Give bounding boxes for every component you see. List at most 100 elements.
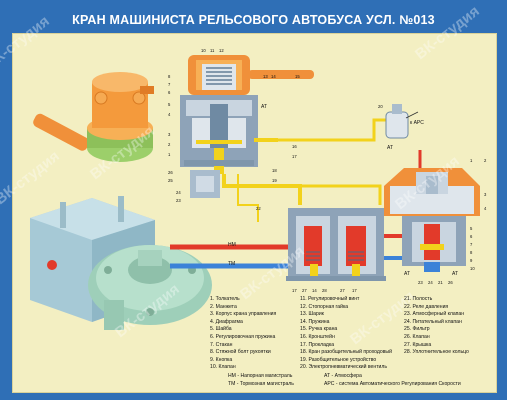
callout-number: 13 bbox=[263, 74, 268, 79]
legend-item: 1. Толкатель bbox=[210, 296, 240, 302]
callout-number: 26 bbox=[168, 170, 173, 175]
callout-number: 12 bbox=[219, 48, 224, 53]
callouts-bottom: 17 27 14 28 27 17 23 24 21 26 bbox=[292, 280, 453, 293]
abbreviation-item: ТМ - Тормозная магистраль bbox=[228, 380, 294, 387]
callout-number: 7 bbox=[168, 82, 171, 87]
crane-handle-illustration bbox=[33, 72, 154, 162]
callout-number: 2 bbox=[484, 158, 487, 163]
callouts-relay: 1 2 3 4 5 6 7 8 9 10 bbox=[470, 158, 487, 271]
callout-number: 21 bbox=[438, 280, 443, 285]
callout-number: 17 bbox=[352, 288, 357, 293]
legend-item: 13. Шарик bbox=[300, 311, 324, 318]
callout-number: 14 bbox=[312, 288, 317, 293]
callout-number: 23 bbox=[176, 198, 181, 203]
atmosphere-label-bottom-right: АТ bbox=[452, 271, 458, 277]
electropneumatic-valve bbox=[385, 104, 419, 139]
callouts-top: 10 11 12 13 14 15 bbox=[201, 48, 300, 79]
legend-item: 18. Кран разобщительный проходовый bbox=[300, 349, 392, 356]
abbreviations-right: АТ - Атмосфера АРС - система Автоматичес… bbox=[324, 373, 461, 388]
abbreviations-left: НМ - Напорная магистраль ТМ - Тормозная … bbox=[228, 373, 294, 388]
callout-number: 15 bbox=[295, 74, 300, 79]
atmosphere-label-right: АТ bbox=[387, 145, 393, 151]
legend-item: 10. Клапан bbox=[210, 364, 236, 371]
abbreviation-item: АРС - система Автоматического Регулирова… bbox=[324, 380, 461, 387]
callout-number: 4 bbox=[484, 206, 487, 211]
callout-number: 27 bbox=[302, 288, 307, 293]
legend-item: 15. Ручка крана bbox=[300, 326, 338, 333]
legend-item: 9. Кнопка bbox=[210, 356, 233, 363]
callout-number: 10 bbox=[201, 48, 206, 53]
callout-number: 26 bbox=[448, 280, 453, 285]
legend-item: 7. Стакан bbox=[210, 341, 233, 348]
callout-number: 4 bbox=[168, 112, 171, 117]
callout-number: 23 bbox=[418, 280, 423, 285]
callout-number: 6 bbox=[168, 90, 171, 95]
watermark-text: ВК-студия bbox=[0, 13, 53, 74]
callout-number: 5 bbox=[470, 226, 473, 231]
legend-column-2: 11. Регулировочный винт 12. Стопорная га… bbox=[300, 296, 392, 372]
callout-number: 3 bbox=[168, 132, 171, 137]
legend-item: 26. Клапан bbox=[404, 333, 430, 340]
callout-number: 5 bbox=[168, 102, 171, 107]
callout-number: 7 bbox=[470, 242, 473, 247]
abbreviation-item: АТ - Атмосфера bbox=[324, 373, 362, 379]
legend-item: 23. Атмосферный клапан bbox=[404, 311, 465, 318]
pressure-relay-section bbox=[384, 168, 480, 272]
legend-item: 24. Питательный клапан bbox=[404, 318, 462, 325]
atmosphere-label-top: АТ bbox=[261, 104, 267, 110]
legend-item: 28. Уплотнительное кольцо bbox=[404, 349, 469, 356]
control-valve-section bbox=[180, 55, 314, 198]
callout-number: 19 bbox=[272, 178, 277, 183]
callout-number: 8 bbox=[470, 250, 473, 255]
watermark-text: ВК-студия bbox=[0, 148, 63, 209]
abbreviation-item: НМ - Напорная магистраль bbox=[228, 373, 293, 379]
callout-number: 25 bbox=[168, 178, 173, 183]
to-ars-label: к АРС bbox=[410, 120, 424, 126]
supply-line-label: НМ bbox=[228, 242, 236, 248]
page-title: КРАН МАШИНИСТА РЕЛЬСОВОГО АВТОБУСА УСЛ. … bbox=[72, 13, 435, 27]
brake-line-label: ТМ bbox=[228, 261, 235, 267]
callout-number: 16 bbox=[292, 144, 297, 149]
relay-body-illustration bbox=[30, 196, 212, 330]
callout-number: 1 bbox=[470, 158, 473, 163]
legend-item: 11. Регулировочный винт bbox=[300, 296, 360, 302]
legend-item: 17. Прокладка bbox=[300, 341, 335, 348]
callout-number: 2 bbox=[168, 142, 171, 147]
legend-item: 3. Корпус крана управления bbox=[210, 311, 277, 318]
callout-number: 24 bbox=[176, 190, 181, 195]
callout-number: 18 bbox=[272, 168, 277, 173]
legend-item: 16. Кронштейн bbox=[300, 333, 335, 340]
legend-item: 14. Пружина bbox=[300, 318, 330, 325]
callout-number: 14 bbox=[271, 74, 276, 79]
callout-number: 17 bbox=[292, 288, 297, 293]
legend-item: 12. Стопорная гайка bbox=[300, 303, 349, 310]
legend-item: 2. Манжета bbox=[210, 303, 237, 310]
legend-item: 5. Шайба bbox=[210, 326, 232, 333]
callout-number: 9 bbox=[470, 258, 473, 263]
relay-valve-section bbox=[286, 208, 386, 281]
atmosphere-label-bottom-left: АТ bbox=[404, 271, 410, 277]
legend-column-1: 1. Толкатель 2. Манжета 3. Корпус крана … bbox=[210, 296, 276, 372]
legend-item: 8. Стяжной болт рукоятки bbox=[210, 349, 271, 356]
watermark-text: ВК-студия bbox=[412, 3, 483, 64]
callout-number: 8 bbox=[168, 74, 171, 79]
legend-item: 6. Регулировочная пружина bbox=[210, 333, 276, 340]
callout-number: 6 bbox=[470, 234, 473, 239]
legend-item: 20. Электропневматический вентиль bbox=[300, 364, 387, 371]
callout-number: 27 bbox=[340, 288, 345, 293]
legend-item: 4. Диафрагма bbox=[210, 318, 243, 325]
callout-number: 1 bbox=[168, 152, 171, 157]
callout-number: 20 bbox=[378, 104, 383, 109]
legend-item: 22. Реле давления bbox=[404, 303, 449, 310]
callouts-right-valve: 16 17 18 19 20 bbox=[272, 104, 383, 183]
callout-number: 24 bbox=[428, 280, 433, 285]
callout-number: 22 bbox=[256, 206, 261, 211]
callout-number: 10 bbox=[470, 266, 475, 271]
legend-column-3: 21. Полость 22. Реле давления 23. Атмосф… bbox=[404, 296, 469, 357]
legend-item: 25. Фильтр bbox=[404, 326, 430, 333]
callout-number: 11 bbox=[210, 48, 215, 53]
legend-item: 21. Полость bbox=[404, 296, 433, 302]
callout-number: 28 bbox=[322, 288, 327, 293]
